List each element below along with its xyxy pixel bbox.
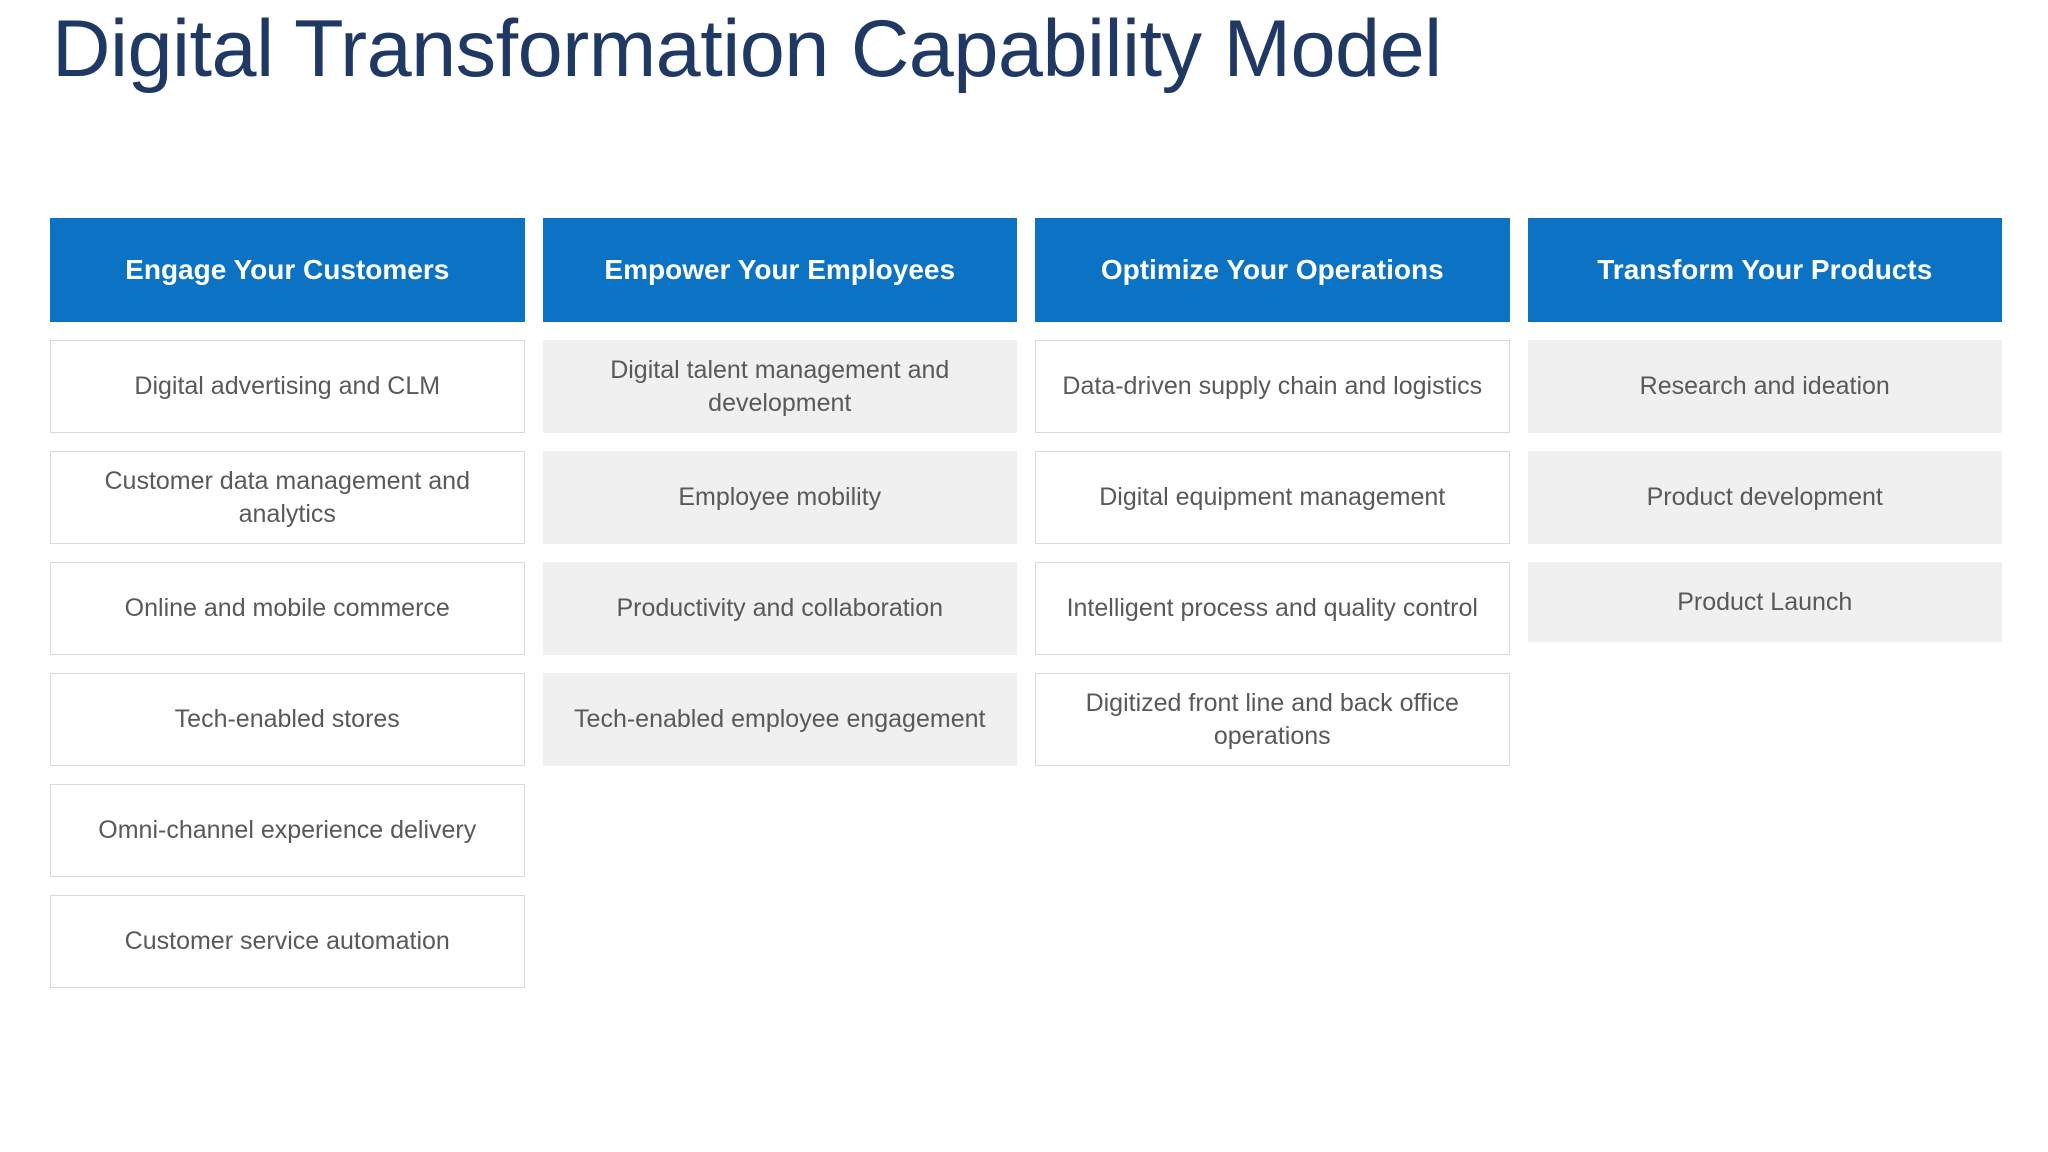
capability-cell[interactable]: Data-driven supply chain and logistics: [1035, 340, 1510, 433]
capability-cell[interactable]: Online and mobile commerce: [50, 562, 525, 655]
capability-cell[interactable]: Customer data management and analytics: [50, 451, 525, 544]
capability-column-transform-your-products: Transform Your Products Research and ide…: [1527, 218, 2002, 642]
capability-column-empower-your-employees: Empower Your Employees Digital talent ma…: [542, 218, 1017, 766]
capability-column-engage-your-customers: Engage Your Customers Digital advertisin…: [50, 218, 525, 988]
column-header-empower-your-employees[interactable]: Empower Your Employees: [542, 218, 1017, 322]
capability-cell[interactable]: Digital talent management and developmen…: [542, 340, 1017, 433]
capability-cell[interactable]: Intelligent process and quality control: [1035, 562, 1510, 655]
capability-cell[interactable]: Digital equipment management: [1035, 451, 1510, 544]
capability-cell[interactable]: Research and ideation: [1527, 340, 2002, 433]
capability-cell[interactable]: Employee mobility: [542, 451, 1017, 544]
column-header-optimize-your-operations[interactable]: Optimize Your Operations: [1035, 218, 1510, 322]
capability-matrix: Engage Your Customers Digital advertisin…: [50, 218, 2002, 988]
capability-cell[interactable]: Tech-enabled employee engagement: [542, 673, 1017, 766]
capability-cell[interactable]: Product Launch: [1527, 562, 2002, 642]
capability-cell[interactable]: Customer service automation: [50, 895, 525, 988]
capability-column-optimize-your-operations: Optimize Your Operations Data-driven sup…: [1035, 218, 1510, 766]
column-header-transform-your-products[interactable]: Transform Your Products: [1527, 218, 2002, 322]
page-title: Digital Transformation Capability Model: [52, 4, 1442, 94]
capability-cell[interactable]: Omni-channel experience delivery: [50, 784, 525, 877]
capability-cell[interactable]: Tech-enabled stores: [50, 673, 525, 766]
capability-cell[interactable]: Product development: [1527, 451, 2002, 544]
capability-cell[interactable]: Digital advertising and CLM: [50, 340, 525, 433]
capability-cell[interactable]: Productivity and collaboration: [542, 562, 1017, 655]
capability-cell[interactable]: Digitized front line and back office ope…: [1035, 673, 1510, 766]
column-header-engage-your-customers[interactable]: Engage Your Customers: [50, 218, 525, 322]
